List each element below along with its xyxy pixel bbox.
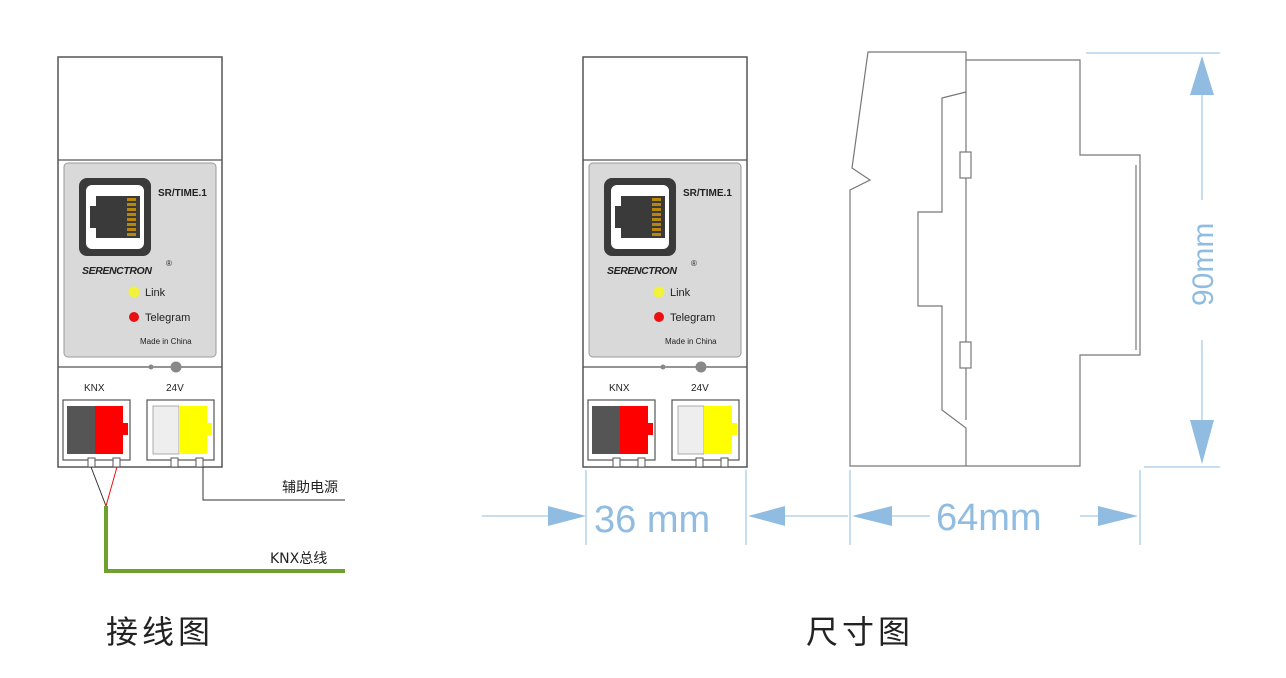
telegram-led-icon [654, 312, 664, 322]
arrow-right-icon [1098, 506, 1138, 526]
terminal-power-label: 24V [691, 383, 709, 394]
arrow-right-icon [548, 506, 586, 526]
link-led-icon [128, 286, 140, 298]
brand-logo: SERENCTRON [607, 265, 677, 277]
module-dimension-view: SR/TIME.1 SERENCTRON ® Link Telegram Mad… [582, 56, 748, 468]
wiring-lines [90, 466, 345, 573]
dimension-lines [482, 52, 1220, 545]
registered-mark: ® [691, 259, 697, 268]
module-side-profile [849, 51, 1141, 467]
dimension-caption: 尺寸图 [806, 613, 914, 651]
width-dimension-label: 36 mm [594, 499, 710, 541]
power-terminal-block [146, 399, 215, 468]
arrow-left-icon [852, 506, 892, 526]
terminal-power-label: 24V [166, 383, 184, 394]
programming-button-icon [170, 361, 182, 373]
led-telegram-label: Telegram [670, 312, 715, 324]
arrow-down-icon [1190, 420, 1214, 464]
programming-led-icon [148, 364, 154, 370]
programming-button-icon [695, 361, 707, 373]
link-led-icon [653, 286, 665, 298]
terminal-knx-label: KNX [84, 383, 105, 394]
rj45-port-icon [79, 178, 151, 256]
module-wiring-view: SR/TIME.1 SERENCTRON ® Link Telegram Mad… [57, 56, 223, 468]
model-label: SR/TIME.1 [158, 188, 207, 199]
knx-bus-label: KNX总线 [270, 551, 327, 567]
rj45-port-icon [604, 178, 676, 256]
telegram-led-icon [129, 312, 139, 322]
programming-led-icon [660, 364, 666, 370]
arrow-left-icon [748, 506, 785, 526]
model-label: SR/TIME.1 [683, 188, 732, 199]
made-in-label: Made in China [665, 337, 717, 346]
led-telegram-label: Telegram [145, 312, 190, 324]
height-dimension-label: 90mm [1187, 223, 1220, 306]
brand-logo: SERENCTRON [82, 265, 152, 277]
knx-terminal-block [587, 399, 656, 468]
aux-power-label: 辅助电源 [282, 480, 338, 496]
depth-dimension-label: 64mm [936, 497, 1042, 539]
made-in-label: Made in China [140, 337, 192, 346]
terminal-knx-label: KNX [609, 383, 630, 394]
power-terminal-block [671, 399, 740, 468]
arrow-up-icon [1190, 56, 1214, 95]
led-link-label: Link [145, 287, 166, 299]
led-link-label: Link [670, 287, 691, 299]
registered-mark: ® [166, 259, 172, 268]
wiring-caption: 接线图 [106, 613, 214, 651]
knx-terminal-block [62, 399, 131, 468]
